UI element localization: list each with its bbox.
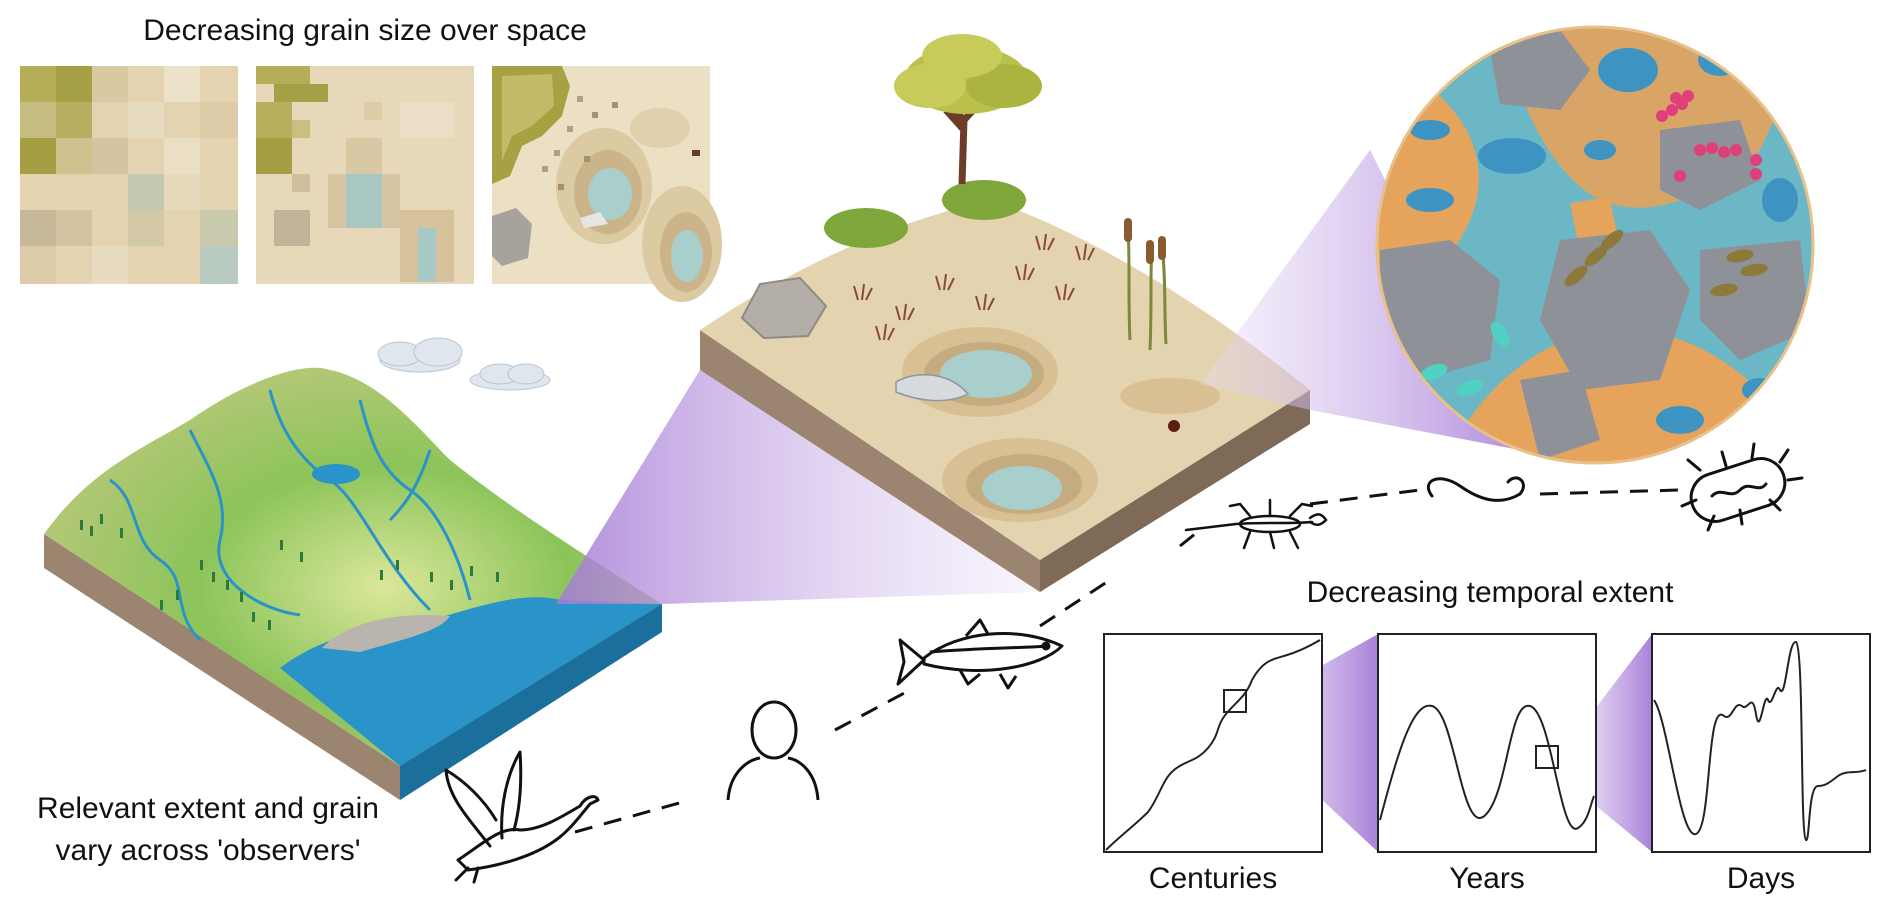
observer-path [574,488,1681,834]
bacterium-icon [1680,442,1804,532]
person-icon [726,700,820,801]
zoom-wedge-years [1550,634,1652,852]
fish-carcass-icon [895,373,970,402]
worm-icon [1426,476,1525,502]
grain-tiles [20,66,722,302]
goose-icon [444,750,600,884]
observers-caption-line1: Relevant extent and grain [37,792,379,825]
grain-tile-coarse [20,66,238,284]
soil-pore-circle [1375,25,1815,465]
landscape-block [44,337,662,800]
zoom-wedge-landscape [556,370,1040,604]
cattail-icon [1124,218,1168,351]
time-label-years: Years [1449,862,1525,895]
time-panel-days [1651,633,1871,853]
time-label-days: Days [1726,862,1796,895]
tree-icon [894,34,1042,185]
temporal-title: Decreasing temporal extent [1306,576,1674,609]
grain-tile-fine [492,66,722,302]
pond-block [700,34,1310,592]
mite-icon [1168,420,1180,432]
time-panel-years [1377,633,1597,853]
grain-tile-medium [256,66,474,284]
rock-icon [740,276,828,340]
insect-larva-icon [1184,498,1328,550]
spatial-title: Decreasing grain size over space [143,14,587,47]
time-panel-centuries [1103,633,1323,853]
observers-caption-line2: vary across 'observers' [55,834,361,867]
fish-icon [896,618,1064,690]
time-label-centuries: Centuries [1148,862,1278,895]
cloud [377,337,551,391]
